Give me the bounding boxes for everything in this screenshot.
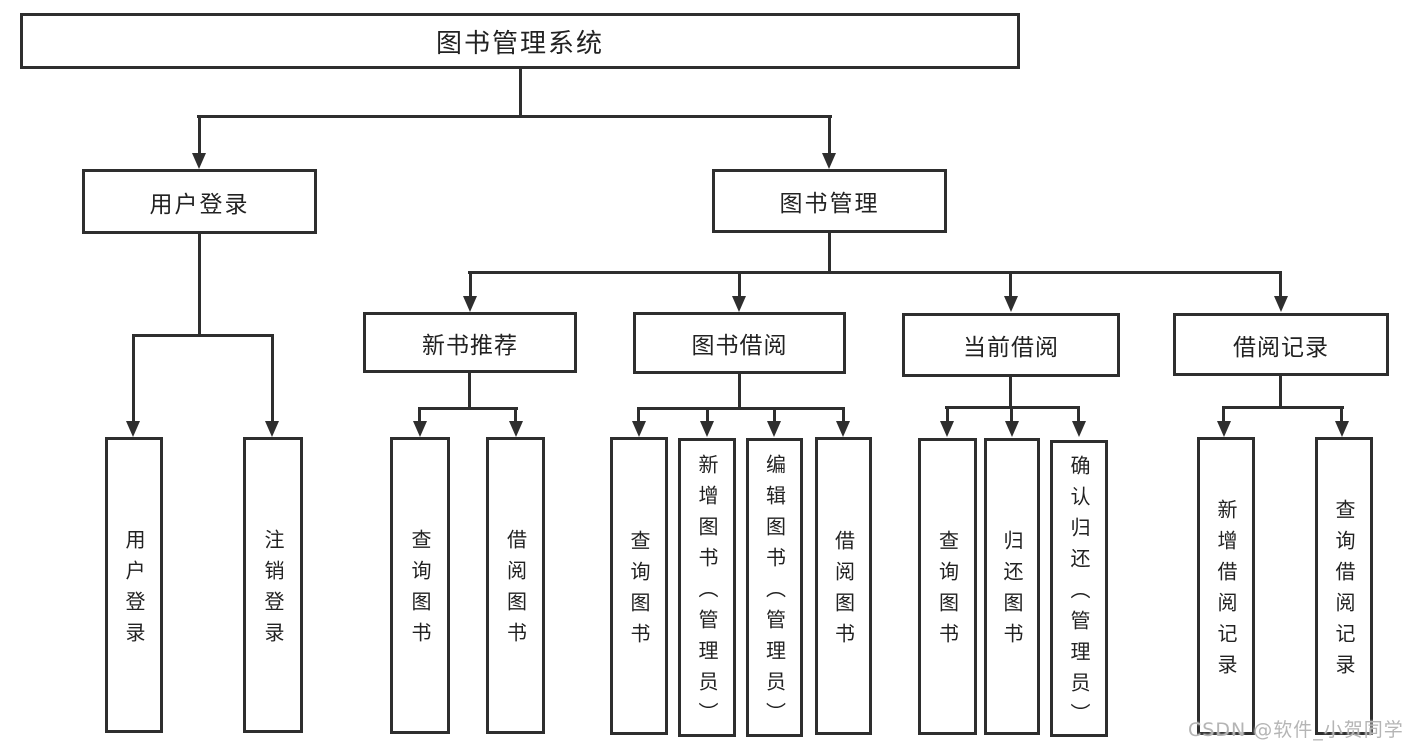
arrowhead-down-icon (767, 421, 781, 437)
hline (1223, 406, 1344, 409)
vline (946, 406, 949, 423)
vline (1009, 377, 1012, 408)
hline (197, 115, 832, 118)
leaf-borrow-query-book-label: 查询图书 (627, 529, 651, 654)
vline (418, 407, 421, 423)
arrowhead-down-icon (632, 421, 646, 437)
vline (132, 334, 135, 421)
csdn-watermark: CSDN @软件_小贺同学 (1188, 719, 1404, 741)
node-user-login: 用户登录 (82, 169, 317, 234)
node-book-borrow-label: 图书借阅 (691, 333, 788, 359)
vline (1077, 406, 1080, 423)
arrowhead-down-icon (1335, 421, 1349, 437)
arrowhead-down-icon (836, 421, 850, 437)
vline (271, 334, 274, 421)
vline (637, 407, 640, 423)
node-new-book-recommend-label: 新书推荐 (422, 332, 518, 359)
hline (418, 407, 518, 410)
hline (637, 407, 845, 410)
node-borrow-record: 借阅记录 (1173, 313, 1389, 376)
arrowhead-down-icon (732, 296, 746, 312)
leaf-logout: 注销登录 (243, 437, 303, 733)
vline (198, 234, 201, 336)
node-book-management: 图书管理 (712, 169, 947, 233)
vline (706, 407, 709, 423)
vline (738, 271, 741, 298)
leaf-logout-label: 注销登录 (261, 528, 285, 653)
leaf-borrow-add-book-admin-label: 新增图书（管理员） (695, 453, 719, 733)
hline (468, 271, 1282, 274)
vline (1279, 271, 1282, 298)
arrowhead-down-icon (1274, 296, 1288, 312)
leaf-record-query: 查询借阅记录 (1315, 437, 1373, 735)
arrowhead-down-icon (1004, 296, 1018, 312)
leaf-record-add: 新增借阅记录 (1197, 437, 1255, 735)
arrowhead-down-icon (1072, 421, 1086, 437)
leaf-current-query-book-label: 查询图书 (935, 530, 960, 654)
arrowhead-down-icon (192, 153, 206, 169)
vline (1009, 271, 1012, 298)
vline (828, 233, 831, 273)
node-root-label: 图书管理系统 (435, 28, 604, 59)
vline (828, 115, 831, 153)
arrowhead-down-icon (413, 421, 427, 437)
vline (514, 407, 517, 423)
vline (1222, 406, 1225, 423)
leaf-current-confirm-return-admin-label: 确认归还（管理员） (1067, 454, 1091, 734)
leaf-recommend-query-book-label: 查询图书 (408, 529, 432, 653)
node-user-login-label: 用户登录 (149, 191, 250, 218)
leaf-borrow-add-book-admin: 新增图书（管理员） (678, 438, 736, 737)
leaf-borrow-borrow-book: 借阅图书 (815, 437, 872, 735)
node-book-management-label: 图书管理 (779, 191, 880, 217)
hline (132, 334, 274, 337)
vline (773, 407, 776, 423)
vline (1340, 406, 1343, 423)
arrowhead-down-icon (265, 421, 279, 437)
arrowhead-down-icon (126, 421, 140, 437)
leaf-recommend-query-book: 查询图书 (390, 437, 450, 734)
leaf-current-return-book: 归还图书 (984, 438, 1040, 735)
vline (1010, 406, 1013, 423)
node-borrow-record-label: 借阅记录 (1233, 334, 1329, 361)
vline (198, 115, 201, 153)
leaf-recommend-borrow-book-label: 借阅图书 (503, 529, 528, 653)
node-root: 图书管理系统 (20, 13, 1020, 69)
arrowhead-down-icon (940, 421, 954, 437)
vline (469, 271, 472, 298)
leaf-recommend-borrow-book: 借阅图书 (486, 437, 545, 734)
leaf-borrow-borrow-book-label: 借阅图书 (831, 529, 856, 654)
leaf-current-confirm-return-admin: 确认归还（管理员） (1050, 440, 1108, 737)
arrowhead-down-icon (463, 296, 477, 312)
node-current-borrow: 当前借阅 (902, 313, 1120, 377)
node-book-borrow: 图书借阅 (633, 312, 846, 374)
arrowhead-down-icon (1217, 421, 1231, 437)
leaf-borrow-query-book: 查询图书 (610, 437, 668, 735)
arrowhead-down-icon (509, 421, 523, 437)
vline (842, 407, 845, 423)
leaf-user-login-label: 用户登录 (122, 528, 146, 653)
leaf-current-query-book: 查询图书 (918, 438, 977, 735)
vline (468, 373, 471, 409)
vline (519, 69, 522, 117)
vline (1279, 376, 1282, 408)
vline (738, 374, 741, 409)
node-new-book-recommend: 新书推荐 (363, 312, 577, 373)
arrowhead-down-icon (700, 421, 714, 437)
node-current-borrow-label: 当前借阅 (963, 335, 1059, 361)
leaf-user-login: 用户登录 (105, 437, 163, 733)
leaf-borrow-edit-book-admin: 编辑图书（管理员） (746, 438, 803, 737)
leaf-record-query-label: 查询借阅记录 (1332, 498, 1356, 685)
arrowhead-down-icon (822, 153, 836, 169)
arrowhead-down-icon (1005, 421, 1019, 437)
leaf-current-return-book-label: 归还图书 (1000, 530, 1024, 654)
leaf-record-add-label: 新增借阅记录 (1214, 498, 1238, 685)
leaf-borrow-edit-book-admin-label: 编辑图书（管理员） (762, 453, 787, 733)
